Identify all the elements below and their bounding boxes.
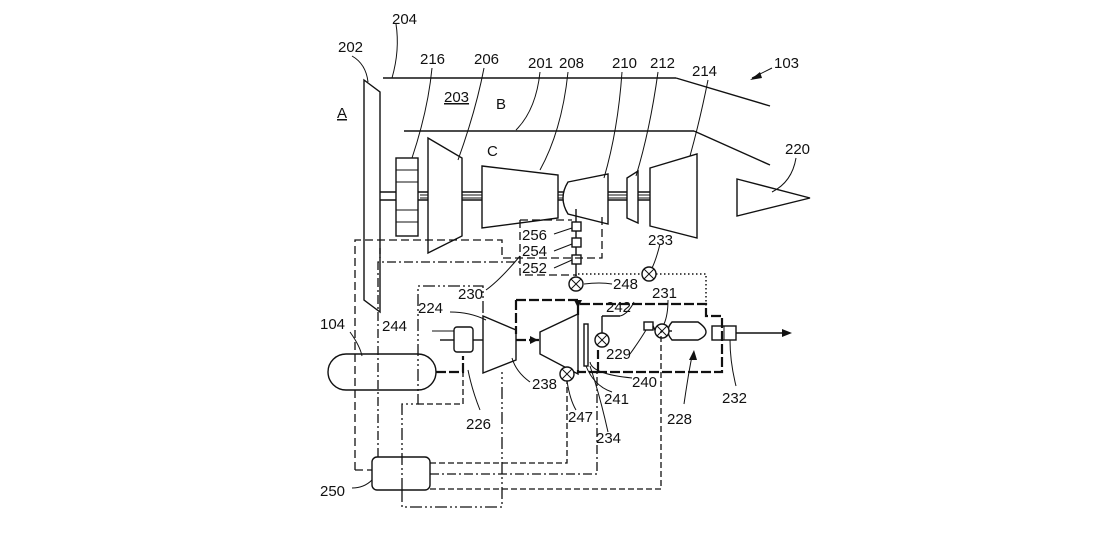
valve-248: [568, 276, 584, 292]
label-B: B: [496, 96, 506, 113]
controller: [371, 456, 431, 491]
low-pressure-compressor: [427, 136, 463, 255]
label-241: 241: [604, 391, 629, 408]
label-104: 104: [320, 316, 345, 333]
label-230: 230: [458, 286, 483, 303]
label-A: A: [337, 105, 347, 122]
fan-blade: [363, 78, 381, 314]
label-202: 202: [338, 39, 363, 56]
fuel-pump: [482, 314, 517, 375]
fuel-tank: [327, 353, 437, 391]
label-234: 234: [596, 430, 621, 447]
label-231: 231: [652, 285, 677, 302]
control-line-3: [401, 285, 503, 508]
label-C: C: [487, 143, 498, 160]
label-201: 201: [528, 55, 553, 72]
control-line-2: [377, 261, 598, 475]
motor: [453, 326, 474, 353]
label-229: 229: [606, 346, 631, 363]
combustor: [562, 173, 609, 225]
sensor-252: [571, 254, 582, 265]
control-line-1: [354, 216, 603, 471]
label-244: 244: [382, 318, 407, 335]
label-240: 240: [632, 374, 657, 391]
valve-233: [641, 266, 657, 282]
valve-247: [559, 366, 575, 382]
label-206: 206: [474, 51, 499, 68]
gearbox: [395, 157, 419, 237]
label-242: 242: [606, 299, 631, 316]
valve-242: [594, 332, 610, 348]
label-204: 204: [392, 11, 417, 28]
label-214: 214: [692, 63, 717, 80]
valve-231: [654, 323, 670, 339]
leader-lines: [349, 23, 797, 489]
label-238: 238: [532, 376, 557, 393]
small-sensor: [643, 321, 654, 331]
high-pressure-compressor: [481, 165, 559, 229]
heat-exchanger-plate: [583, 323, 589, 367]
label-210: 210: [612, 55, 637, 72]
core-casing: [404, 130, 771, 166]
flow-arrow: [530, 336, 538, 344]
dotted-line: [575, 273, 707, 316]
label-233: 233: [648, 232, 673, 249]
low-pressure-turbine: [649, 153, 698, 239]
expander: [539, 312, 579, 376]
label-216: 216: [420, 51, 445, 68]
flow-arrow-2: [574, 300, 582, 308]
sensor-256: [571, 221, 582, 232]
output-arrow: [782, 329, 792, 337]
exhaust-cone: [736, 178, 811, 217]
label-252: 252: [522, 260, 547, 277]
burner: [667, 321, 707, 341]
label-212: 212: [650, 55, 675, 72]
label-247: 247: [568, 409, 593, 426]
nacelle-outer-casing: [383, 77, 771, 107]
label-228: 228: [667, 411, 692, 428]
label-250: 250: [320, 483, 345, 500]
label-208: 208: [559, 55, 584, 72]
control-line-4: [418, 331, 662, 490]
label-103: 103: [774, 55, 799, 72]
sensor-254: [571, 237, 582, 248]
label-220: 220: [785, 141, 810, 158]
label-224: 224: [418, 300, 443, 317]
label-226: 226: [466, 416, 491, 433]
label-254: 254: [522, 243, 547, 260]
label-203: 203: [444, 89, 469, 106]
high-pressure-turbine: [626, 169, 639, 225]
label-232: 232: [722, 390, 747, 407]
label-256: 256: [522, 227, 547, 244]
label-248: 248: [613, 276, 638, 293]
